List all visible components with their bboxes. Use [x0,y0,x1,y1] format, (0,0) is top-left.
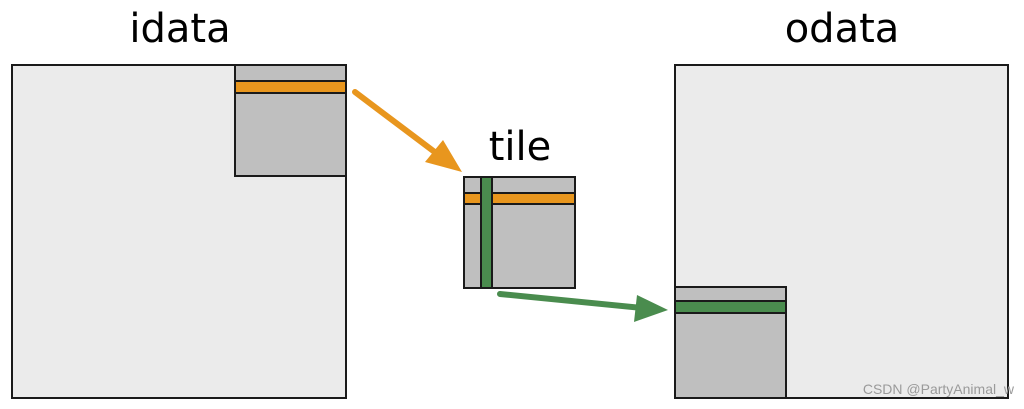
tile-label: tile [489,124,552,170]
arrow-idata-to-tile [352,89,462,172]
tile-orange-row [463,192,576,205]
odata-label: odata [785,6,900,52]
arrow-tile-to-odata [497,291,668,322]
arrow-idata-to-tile-head [425,140,462,172]
arrow-tile-to-odata-head [634,295,668,322]
arrow-idata-to-tile-shaft [352,89,443,159]
tile-matrix [463,176,576,289]
idata-matrix [11,64,347,399]
tile-green-column [480,176,493,289]
odata-green-row [674,300,787,314]
idata-label: idata [129,6,230,52]
idata-orange-row [234,80,347,94]
arrow-tile-to-odata-shaft [497,291,645,311]
csdn-watermark: CSDN @PartyAnimal_w [863,381,1015,397]
odata-matrix [674,64,1009,399]
